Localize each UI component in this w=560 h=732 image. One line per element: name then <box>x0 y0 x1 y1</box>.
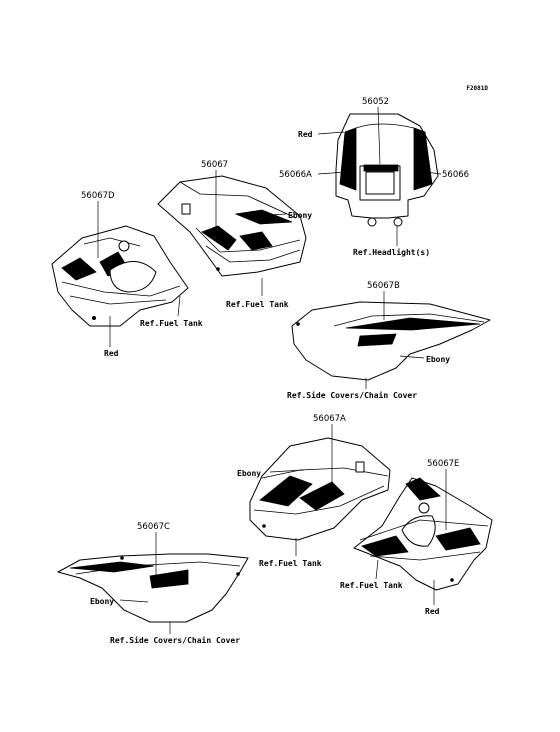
headlight-cowl-drawing <box>335 113 439 227</box>
color-label-ebony-left: Ebony <box>90 597 114 606</box>
fuel-tank-shroud-56067D-drawing <box>51 225 189 327</box>
color-label-ebony-upper: Ebony <box>288 211 312 220</box>
part-number-56066A: 56066A <box>279 170 312 180</box>
part-number-56067A: 56067A <box>313 414 346 424</box>
color-label-red-left: Red <box>104 349 119 358</box>
side-cover-56067B-drawing <box>291 301 491 381</box>
color-label-red: Red <box>298 130 313 139</box>
side-cover-56067C-drawing <box>57 553 249 623</box>
ref-fuel-tank-label-right: Ref.Fuel Tank <box>340 581 403 590</box>
ref-fuel-tank-label-upper: Ref.Fuel Tank <box>226 300 289 309</box>
part-number-56067: 56067 <box>201 160 228 170</box>
color-label-ebony-right: Ebony <box>426 355 450 364</box>
ref-headlight-label: Ref.Headlight(s) <box>353 247 430 257</box>
part-number-56067C: 56067C <box>137 522 170 532</box>
fuel-tank-shroud-56067A-drawing <box>249 437 391 541</box>
ref-side-covers-label-lower: Ref.Side Covers/Chain Cover <box>110 635 240 645</box>
ref-fuel-tank-label-left: Ref.Fuel Tank <box>140 319 203 328</box>
ref-fuel-tank-label-lower: Ref.Fuel Tank <box>259 559 322 568</box>
color-label-red-right: Red <box>425 607 440 616</box>
part-number-56067D: 56067D <box>81 191 115 201</box>
ref-side-covers-label-upper: Ref.Side Covers/Chain Cover <box>287 390 417 400</box>
part-number-56067B: 56067B <box>367 281 400 291</box>
part-number-56067E: 56067E <box>427 459 459 469</box>
part-number-56066: 56066 <box>442 170 469 180</box>
fuel-tank-shroud-56067E-drawing <box>353 477 493 591</box>
figure-code: F2081D <box>466 85 488 92</box>
color-label-ebony-lower: Ebony <box>237 469 261 478</box>
fuel-tank-shroud-56067-drawing <box>157 175 307 277</box>
part-number-56052: 56052 <box>362 97 389 107</box>
